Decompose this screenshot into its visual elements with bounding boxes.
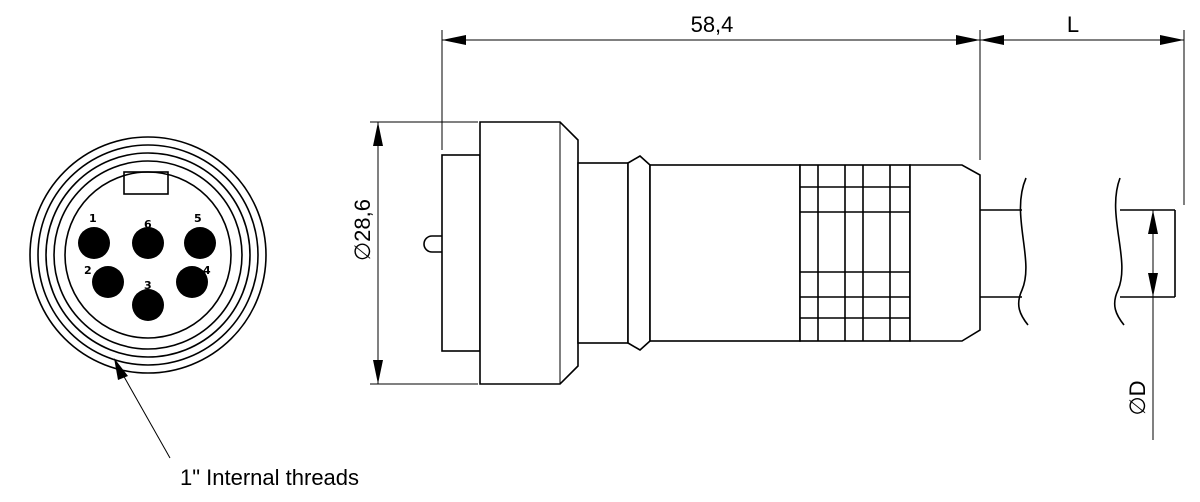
thread-note: 1" Internal threads — [180, 465, 359, 490]
dim-cable-diameter-label: ∅D — [1125, 380, 1150, 415]
pin-label-5: 5 — [194, 212, 202, 225]
coding-key — [123, 171, 169, 195]
cable-break-left — [1017, 177, 1029, 326]
thread-ring-1 — [37, 144, 259, 366]
dim-arrow-cable-right — [1160, 35, 1184, 45]
pin-5 — [184, 227, 216, 259]
outer-ring — [29, 136, 267, 374]
pin-6 — [132, 227, 164, 259]
side-view — [423, 121, 1176, 385]
dim-arrow-cable-left — [980, 35, 1004, 45]
thread-leader-line — [117, 365, 171, 459]
pin-label-3: 3 — [144, 279, 152, 292]
grip-section — [799, 164, 911, 342]
pin-label-4: 4 — [203, 264, 211, 277]
dimensions: 58,4 L ∅28,6 ∅D — [350, 12, 1185, 440]
front-flange — [441, 154, 481, 352]
dim-diameter-label: ∅28,6 — [350, 199, 375, 261]
cable-break-right — [1113, 177, 1125, 326]
pin-3 — [132, 289, 164, 321]
pin-label-1: 1 — [89, 212, 97, 225]
pin-2 — [92, 266, 124, 298]
dim-arrow-length-left — [442, 35, 466, 45]
front-view: 1 6 5 2 3 4 1" Internal threads — [29, 136, 359, 490]
dim-length-label: 58,4 — [691, 12, 734, 37]
dim-arrow-dia-bottom — [373, 360, 383, 384]
coupling-nut — [479, 121, 579, 385]
thread-ring-2 — [45, 152, 251, 358]
pin-4 — [176, 266, 208, 298]
pin-label-6: 6 — [144, 218, 152, 231]
sleeve-collar — [627, 155, 651, 351]
dim-arrow-cable-dia-bottom — [1148, 273, 1158, 297]
dim-cable-length-label: L — [1067, 12, 1079, 37]
thread-ring-3 — [53, 160, 243, 350]
dim-arrow-dia-top — [373, 122, 383, 146]
main-sleeve — [649, 164, 801, 342]
connector-neck — [577, 162, 629, 344]
dim-arrow-cable-dia-top — [1148, 210, 1158, 234]
locking-nib — [423, 235, 442, 253]
pin-label-2: 2 — [84, 264, 92, 277]
strain-relief — [909, 164, 981, 342]
dim-arrow-length-right — [956, 35, 980, 45]
thread-leader-arrow — [114, 358, 128, 380]
pin-1 — [78, 227, 110, 259]
